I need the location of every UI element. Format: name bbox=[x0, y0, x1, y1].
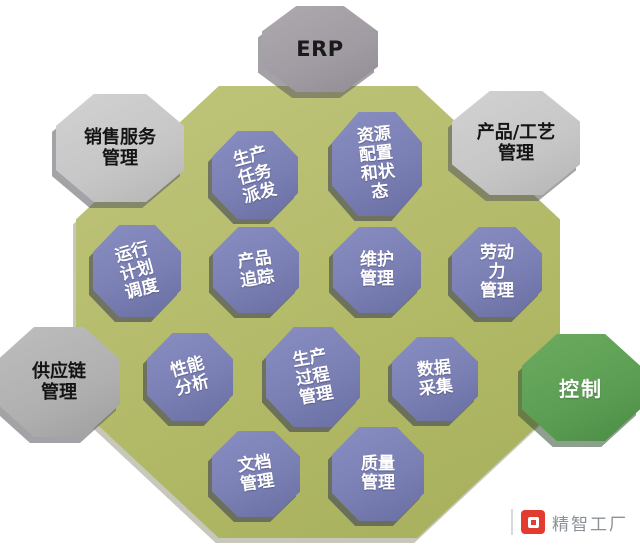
node-resource-allocation-status-label: 资源 配置 和状 态 bbox=[356, 123, 396, 203]
node-maintenance-management-label: 维护 管理 bbox=[360, 250, 394, 289]
node-resource-allocation-status: 资源 配置 和状 态 bbox=[332, 112, 422, 216]
node-performance-analysis: 性能 分析 bbox=[147, 333, 233, 421]
brand-watermark: 精智工厂 bbox=[511, 509, 628, 535]
node-sales-service: 销售服务 管理 bbox=[56, 94, 184, 202]
node-production-process-management: 生产 过程 管理 bbox=[266, 327, 360, 427]
brand-name: 精智工厂 bbox=[552, 514, 628, 535]
node-maintenance-management: 维护 管理 bbox=[333, 227, 421, 313]
node-production-task-dispatch: 生产 任务 派发 bbox=[212, 131, 298, 219]
node-product-process: 产品/工艺 管理 bbox=[452, 91, 580, 195]
node-document-management: 文档 管理 bbox=[212, 431, 300, 517]
node-operations-scheduling: 运行 计划 调度 bbox=[93, 225, 181, 317]
node-supply-chain: 供应链 管理 bbox=[0, 327, 120, 437]
node-control: 控制 bbox=[522, 334, 640, 441]
node-data-collection: 数据 采集 bbox=[392, 337, 478, 421]
node-erp: ERP bbox=[262, 6, 378, 92]
node-product-tracking-label: 产品 追踪 bbox=[236, 247, 276, 292]
node-data-collection-label: 数据 采集 bbox=[416, 357, 454, 400]
node-sales-service-label: 销售服务 管理 bbox=[84, 127, 156, 169]
node-operations-scheduling-label: 运行 计划 调度 bbox=[112, 238, 161, 303]
watermark-divider bbox=[511, 509, 513, 535]
node-production-process-management-label: 生产 过程 管理 bbox=[291, 344, 335, 409]
node-product-process-label: 产品/工艺 管理 bbox=[476, 122, 556, 164]
node-production-task-dispatch-label: 生产 任务 派发 bbox=[230, 142, 279, 207]
node-quality-management-label: 质量 管理 bbox=[361, 454, 395, 493]
node-performance-analysis-label: 性能 分析 bbox=[168, 353, 212, 400]
node-control-label: 控制 bbox=[559, 377, 603, 401]
brand-logo-icon bbox=[521, 510, 545, 534]
node-supply-chain-label: 供应链 管理 bbox=[32, 361, 86, 403]
node-document-management-label: 文档 管理 bbox=[236, 451, 276, 496]
node-labor-management-label: 劳动 力 管理 bbox=[480, 242, 514, 301]
node-erp-label: ERP bbox=[296, 37, 344, 61]
node-quality-management: 质量 管理 bbox=[332, 427, 424, 521]
node-product-tracking: 产品 追踪 bbox=[213, 227, 299, 313]
node-labor-management: 劳动 力 管理 bbox=[452, 227, 542, 317]
brand-logo-glyph bbox=[527, 516, 539, 528]
